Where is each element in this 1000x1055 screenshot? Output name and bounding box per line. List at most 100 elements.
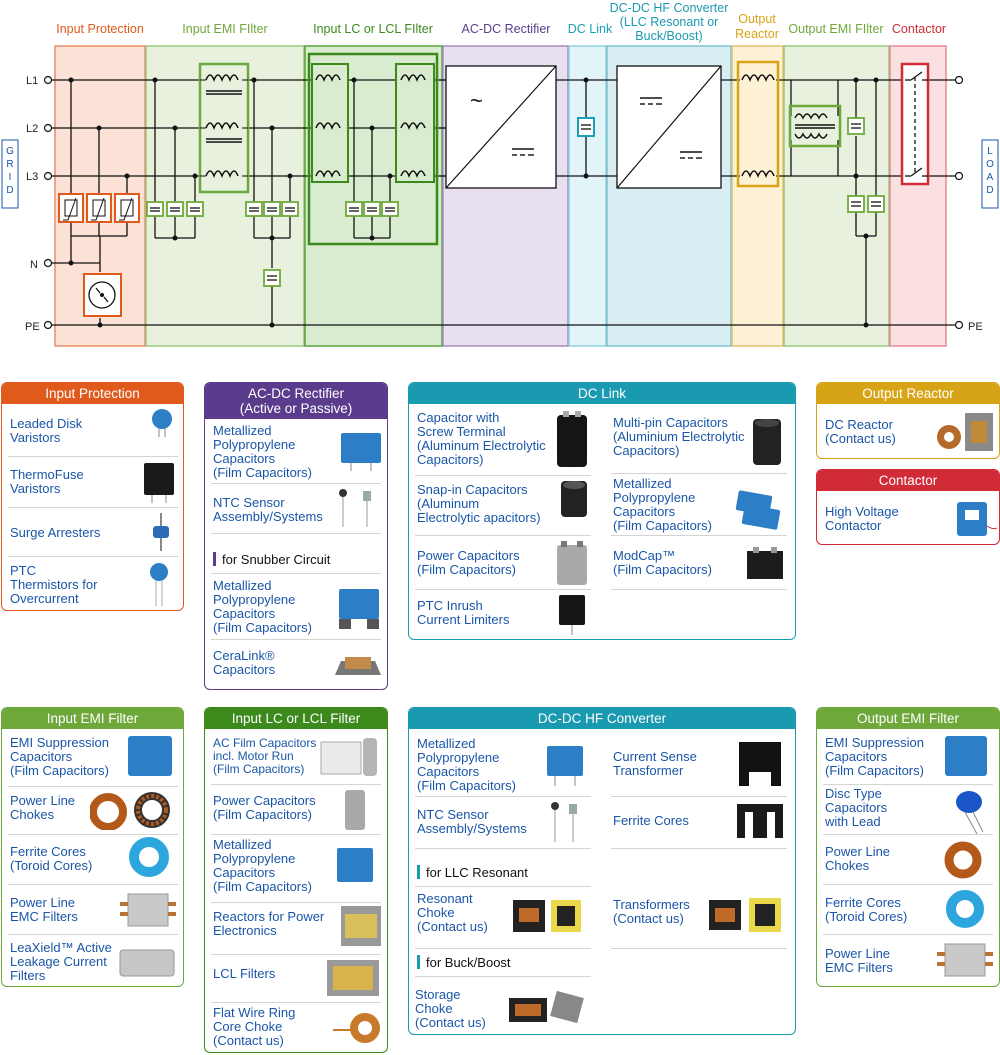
ntc-sensor-icon [547, 800, 583, 847]
product-link[interactable]: CeraLink®Capacitors [213, 648, 276, 677]
subheading: for LLC Resonant [417, 865, 528, 880]
ac-film-capacitor-icon [319, 736, 383, 783]
product-link[interactable]: Multi-pin Capacitors(Aluminium Electroly… [613, 415, 745, 458]
screw-terminal-capacitor-icon [555, 411, 589, 474]
card-title: Input LC or LCL Filter [205, 708, 387, 730]
emc-filter-icon [937, 940, 993, 985]
product-link[interactable]: Power Capacitors(Film Capacitors) [417, 548, 520, 577]
block-title-dclink: DC Link [568, 22, 613, 36]
block-title-input-emi: Input EMI FIlter [182, 22, 267, 36]
card-acdc-rectifier: AC-DC Rectifier(Active or Passive) Metal… [204, 382, 388, 690]
product-link[interactable]: Surge Arresters [10, 525, 101, 540]
lcl-filter-icon [325, 958, 381, 1003]
block-title-input-lc: Input LC or LCL FIlter [313, 22, 433, 36]
product-link[interactable]: LCL Filters [213, 966, 276, 981]
thermofuse-varistor-icon [142, 461, 176, 508]
input-lc-outline [307, 52, 439, 246]
current-sense-transformer-icon [735, 740, 785, 793]
film-capacitor-icon [335, 846, 375, 895]
reactor-icon [339, 904, 383, 953]
film-capacitor-icon [339, 431, 383, 476]
power-capacitor-icon [555, 541, 589, 592]
card-input-lc-filter: Input LC or LCL Filter AC Film Capacitor… [204, 707, 388, 1053]
ferrite-toroid-icon [126, 836, 172, 883]
line-label-l2: L2 [26, 123, 38, 135]
block-input-emi [145, 45, 305, 347]
lc-inductor-icon [311, 63, 349, 183]
card-title: Output EMI Filter [817, 708, 999, 730]
ferrite-core-icon [735, 800, 785, 845]
card-output-reactor: Output Reactor DC Reactor(Contact us) [816, 382, 1000, 459]
power-line-choke-icon [89, 792, 174, 835]
ntc-sensor-icon [333, 487, 383, 532]
film-capacitor-icon [545, 744, 585, 791]
product-link[interactable]: Transformers(Contact us) [613, 897, 690, 926]
block-dclink [568, 45, 607, 347]
dc-reactor-icon [935, 409, 997, 458]
product-link[interactable]: Ferrite Cores(Toroid Cores) [10, 844, 93, 873]
film-capacitor-icon [126, 734, 174, 785]
ferrite-toroid-icon [943, 888, 987, 935]
capacitor-icon [146, 117, 885, 287]
product-link[interactable]: Power Capacitors(Film Capacitors) [213, 793, 316, 822]
film-capacitor-icon [729, 489, 785, 536]
output-reactor-icon [736, 60, 780, 188]
block-title-acdc: AC-DC Rectifier [462, 22, 551, 36]
card-title: Output Reactor [817, 383, 999, 405]
product-link[interactable]: Ferrite Cores(Toroid Cores) [825, 895, 908, 924]
disc-capacitor-icon [953, 788, 987, 839]
contactor-switch-icon [900, 62, 930, 186]
film-capacitor-icon [337, 587, 381, 636]
line-label-n: N [30, 259, 38, 271]
product-link[interactable]: ModCap™(Film Capacitors) [613, 548, 712, 577]
lc-inductor-icon-2 [395, 63, 435, 183]
modcap-capacitor-icon [745, 545, 785, 586]
resonant-choke-icon [511, 896, 583, 941]
dclink-capacitor-icon [577, 117, 595, 137]
ptc-inrush-limiter-icon [557, 593, 587, 639]
line-label-pe-right: PE [968, 321, 983, 333]
grid-label-box [1, 139, 19, 209]
leaxield-filter-icon [118, 944, 176, 985]
product-link[interactable]: DC Reactor(Contact us) [825, 417, 896, 446]
line-label-l1: L1 [26, 75, 38, 87]
power-line-choke-icon [941, 840, 985, 885]
card-title: DC Link [409, 383, 795, 405]
product-link[interactable]: Ferrite Cores [613, 813, 689, 828]
flat-wire-choke-icon [333, 1012, 383, 1049]
card-title: Input Protection [2, 383, 183, 405]
subheading: for Snubber Circuit [213, 552, 330, 567]
